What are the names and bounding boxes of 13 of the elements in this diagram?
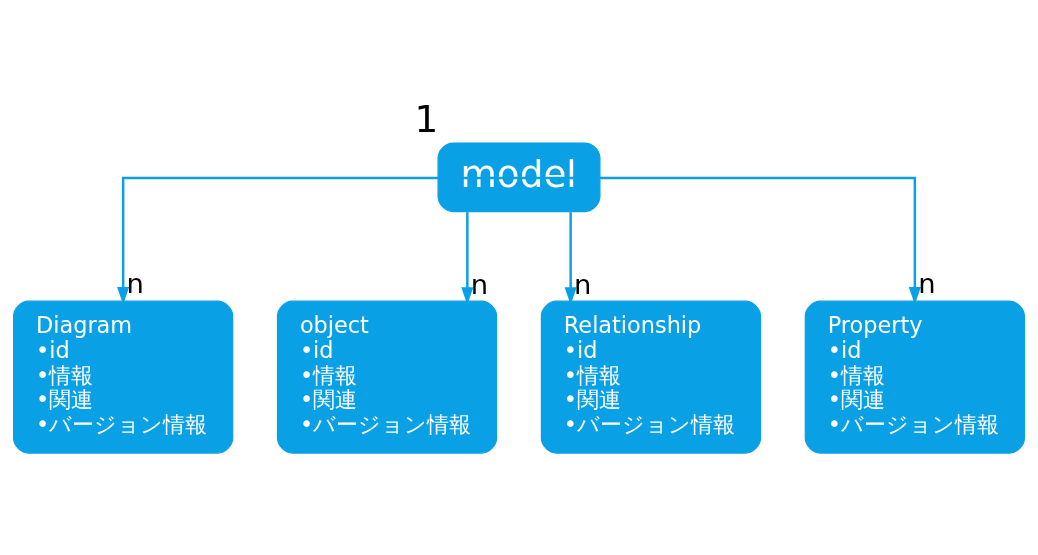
node-box: Relationship •id •情報 •関連 •バージョン情報 <box>540 300 762 454</box>
node-box: Diagram •id •情報 •関連 •バージョン情報 <box>13 300 234 454</box>
arrow <box>519 176 921 305</box>
node-label: 1 <box>414 96 439 141</box>
edge-label: n <box>918 268 936 300</box>
arrow <box>461 212 474 305</box>
arrow <box>117 176 519 305</box>
node-box: object •id •情報 •関連 •バージョン情報 <box>276 300 498 454</box>
node-box: Property •id •情報 •関連 •バージョン情報 <box>804 300 1025 454</box>
edge-label: n <box>573 268 592 300</box>
edge-label: n <box>126 268 144 300</box>
edge-label: n <box>470 268 489 300</box>
arrow <box>564 212 577 305</box>
